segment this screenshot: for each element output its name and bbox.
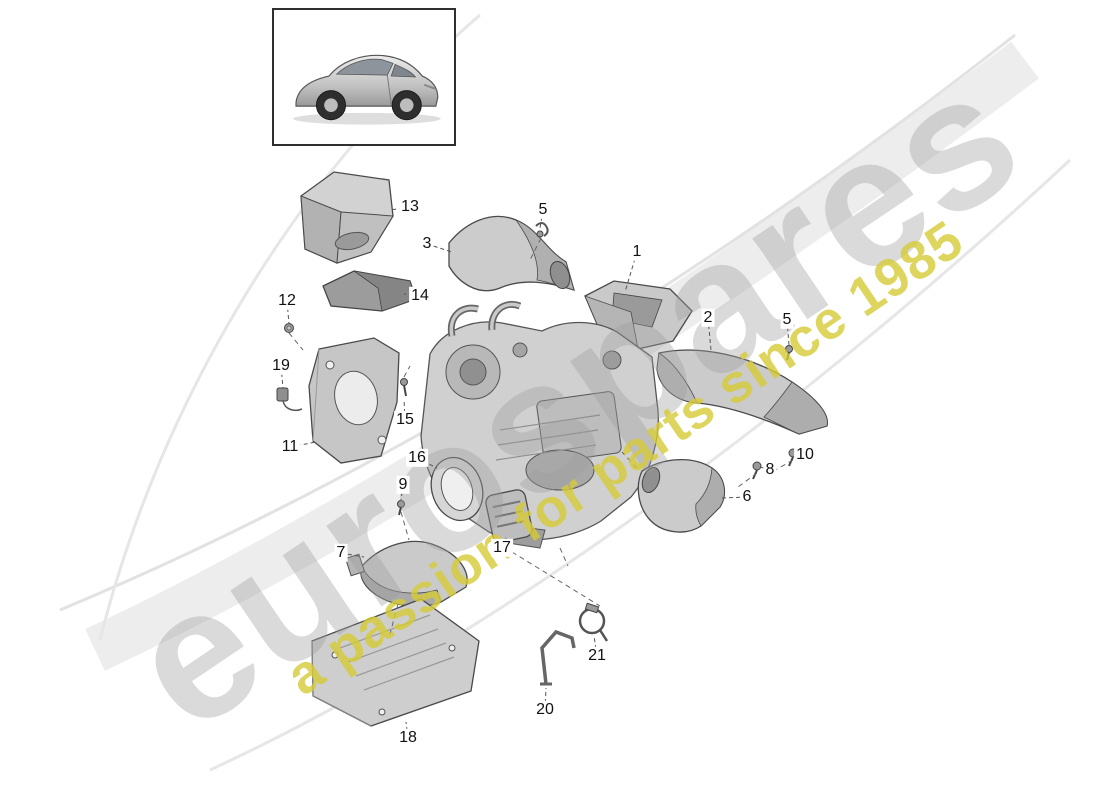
part-callout-6: 6 xyxy=(740,487,754,507)
part-callout-12: 12 xyxy=(276,291,298,311)
part-callout-16: 16 xyxy=(406,448,428,468)
part-floor-panel-18 xyxy=(311,598,480,727)
part-air-vent-17 xyxy=(485,489,533,543)
part-callout-13: 13 xyxy=(399,197,421,217)
part-air-duct-3 xyxy=(448,215,575,292)
part-air-duct-6 xyxy=(637,458,726,533)
part-hose-clamp-21 xyxy=(578,602,609,642)
part-callout-18: 18 xyxy=(397,728,419,748)
assembly-lines xyxy=(288,237,794,635)
part-vent-ring-16 xyxy=(430,456,484,522)
part-callout-7: 7 xyxy=(334,543,348,563)
part-callout-14: 14 xyxy=(409,286,431,306)
part-clamp-5 xyxy=(535,222,549,238)
part-screw-5 xyxy=(785,345,793,361)
part-callout-5: 5 xyxy=(780,310,794,330)
part-callout-11: 11 xyxy=(279,437,301,457)
part-bracket-20 xyxy=(540,629,576,686)
part-bolt-15 xyxy=(400,378,408,397)
part-sensor-19 xyxy=(276,387,303,412)
part-callout-9: 9 xyxy=(396,475,410,495)
part-callout-3: 3 xyxy=(420,234,434,254)
part-air-duct-13 xyxy=(300,171,394,264)
part-nut-12 xyxy=(284,323,294,333)
part-air-duct-2 xyxy=(656,349,828,435)
part-callout-19: 19 xyxy=(270,356,292,376)
part-elbow-14 xyxy=(322,270,417,312)
part-callout-20: 20 xyxy=(534,700,556,720)
part-callout-5: 5 xyxy=(536,200,550,220)
part-callout-21: 21 xyxy=(586,646,608,666)
part-callout-17: 17 xyxy=(491,538,513,558)
part-callout-1: 1 xyxy=(630,242,644,262)
leader-line-3 xyxy=(426,243,453,253)
part-callout-2: 2 xyxy=(701,308,715,328)
part-air-duct-7 xyxy=(344,540,468,607)
part-callout-15: 15 xyxy=(394,410,416,430)
vehicle-thumbnail-box xyxy=(272,8,456,146)
porsche-911-coupe-thumbnail-icon xyxy=(293,54,441,125)
part-callout-10: 10 xyxy=(794,445,816,465)
part-callout-8: 8 xyxy=(763,460,777,480)
part-screw-9 xyxy=(397,500,405,516)
leader-line-2 xyxy=(707,317,712,351)
leader-line-11 xyxy=(289,441,317,448)
part-bracket-11 xyxy=(308,337,400,464)
